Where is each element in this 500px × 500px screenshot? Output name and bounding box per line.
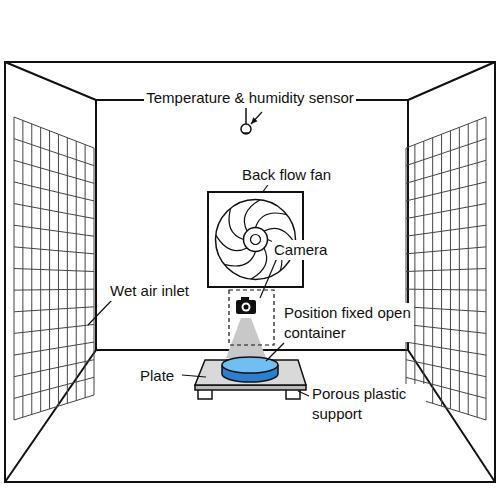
fan-blade xyxy=(216,235,247,251)
grid-line xyxy=(406,225,486,236)
grid-line xyxy=(14,269,94,272)
part-label: Temperature & humidity sensor xyxy=(144,88,356,108)
leader-line xyxy=(260,258,277,298)
fan-blade xyxy=(224,252,255,266)
part-label: Position fixed open container xyxy=(282,303,414,342)
grid-line xyxy=(14,289,94,290)
part-label: Porous plastic support xyxy=(310,384,426,423)
grid-line xyxy=(14,204,94,219)
grid-line xyxy=(406,324,486,333)
leader-line xyxy=(251,112,262,124)
grid-line xyxy=(14,360,94,377)
part-label: Plate xyxy=(138,366,176,386)
part-label: Back flow fan xyxy=(240,165,333,185)
right-inlet-grid xyxy=(406,117,486,420)
camera-icon xyxy=(236,297,256,314)
fan-blade xyxy=(229,208,243,239)
grid-line xyxy=(14,377,94,398)
leader-line xyxy=(266,343,284,361)
grid-line xyxy=(406,307,486,312)
camera-beam xyxy=(226,318,266,358)
grid-line xyxy=(406,160,486,183)
grid-line xyxy=(406,182,486,201)
grid-line xyxy=(14,395,94,420)
room-outline xyxy=(5,62,495,482)
part-label: Wet air inlet xyxy=(108,281,191,301)
grid-line xyxy=(406,269,486,272)
grid-line xyxy=(14,139,94,166)
grid-line xyxy=(14,182,94,201)
grid-line xyxy=(406,117,486,148)
grid-line xyxy=(14,324,94,333)
leader-line xyxy=(298,391,309,396)
grid-line xyxy=(406,247,486,254)
grid-line xyxy=(406,289,486,290)
leader-line xyxy=(88,300,112,325)
grid-line xyxy=(14,225,94,236)
grid-line xyxy=(406,360,486,377)
grid-line xyxy=(406,139,486,166)
grid-line xyxy=(406,204,486,219)
part-label: Camera xyxy=(272,240,329,260)
camera-frame xyxy=(229,290,274,345)
leader-line xyxy=(182,375,206,377)
open-container xyxy=(222,357,278,382)
grid-line xyxy=(14,160,94,183)
left-inlet-grid xyxy=(14,117,94,420)
grid-line xyxy=(406,342,486,355)
grid-line xyxy=(14,247,94,254)
fan-blade xyxy=(244,200,260,231)
grid-line xyxy=(14,117,94,148)
grid-line xyxy=(14,342,94,355)
fan-blade xyxy=(251,248,267,279)
grid-line xyxy=(14,307,94,312)
fan-blade xyxy=(256,213,287,227)
